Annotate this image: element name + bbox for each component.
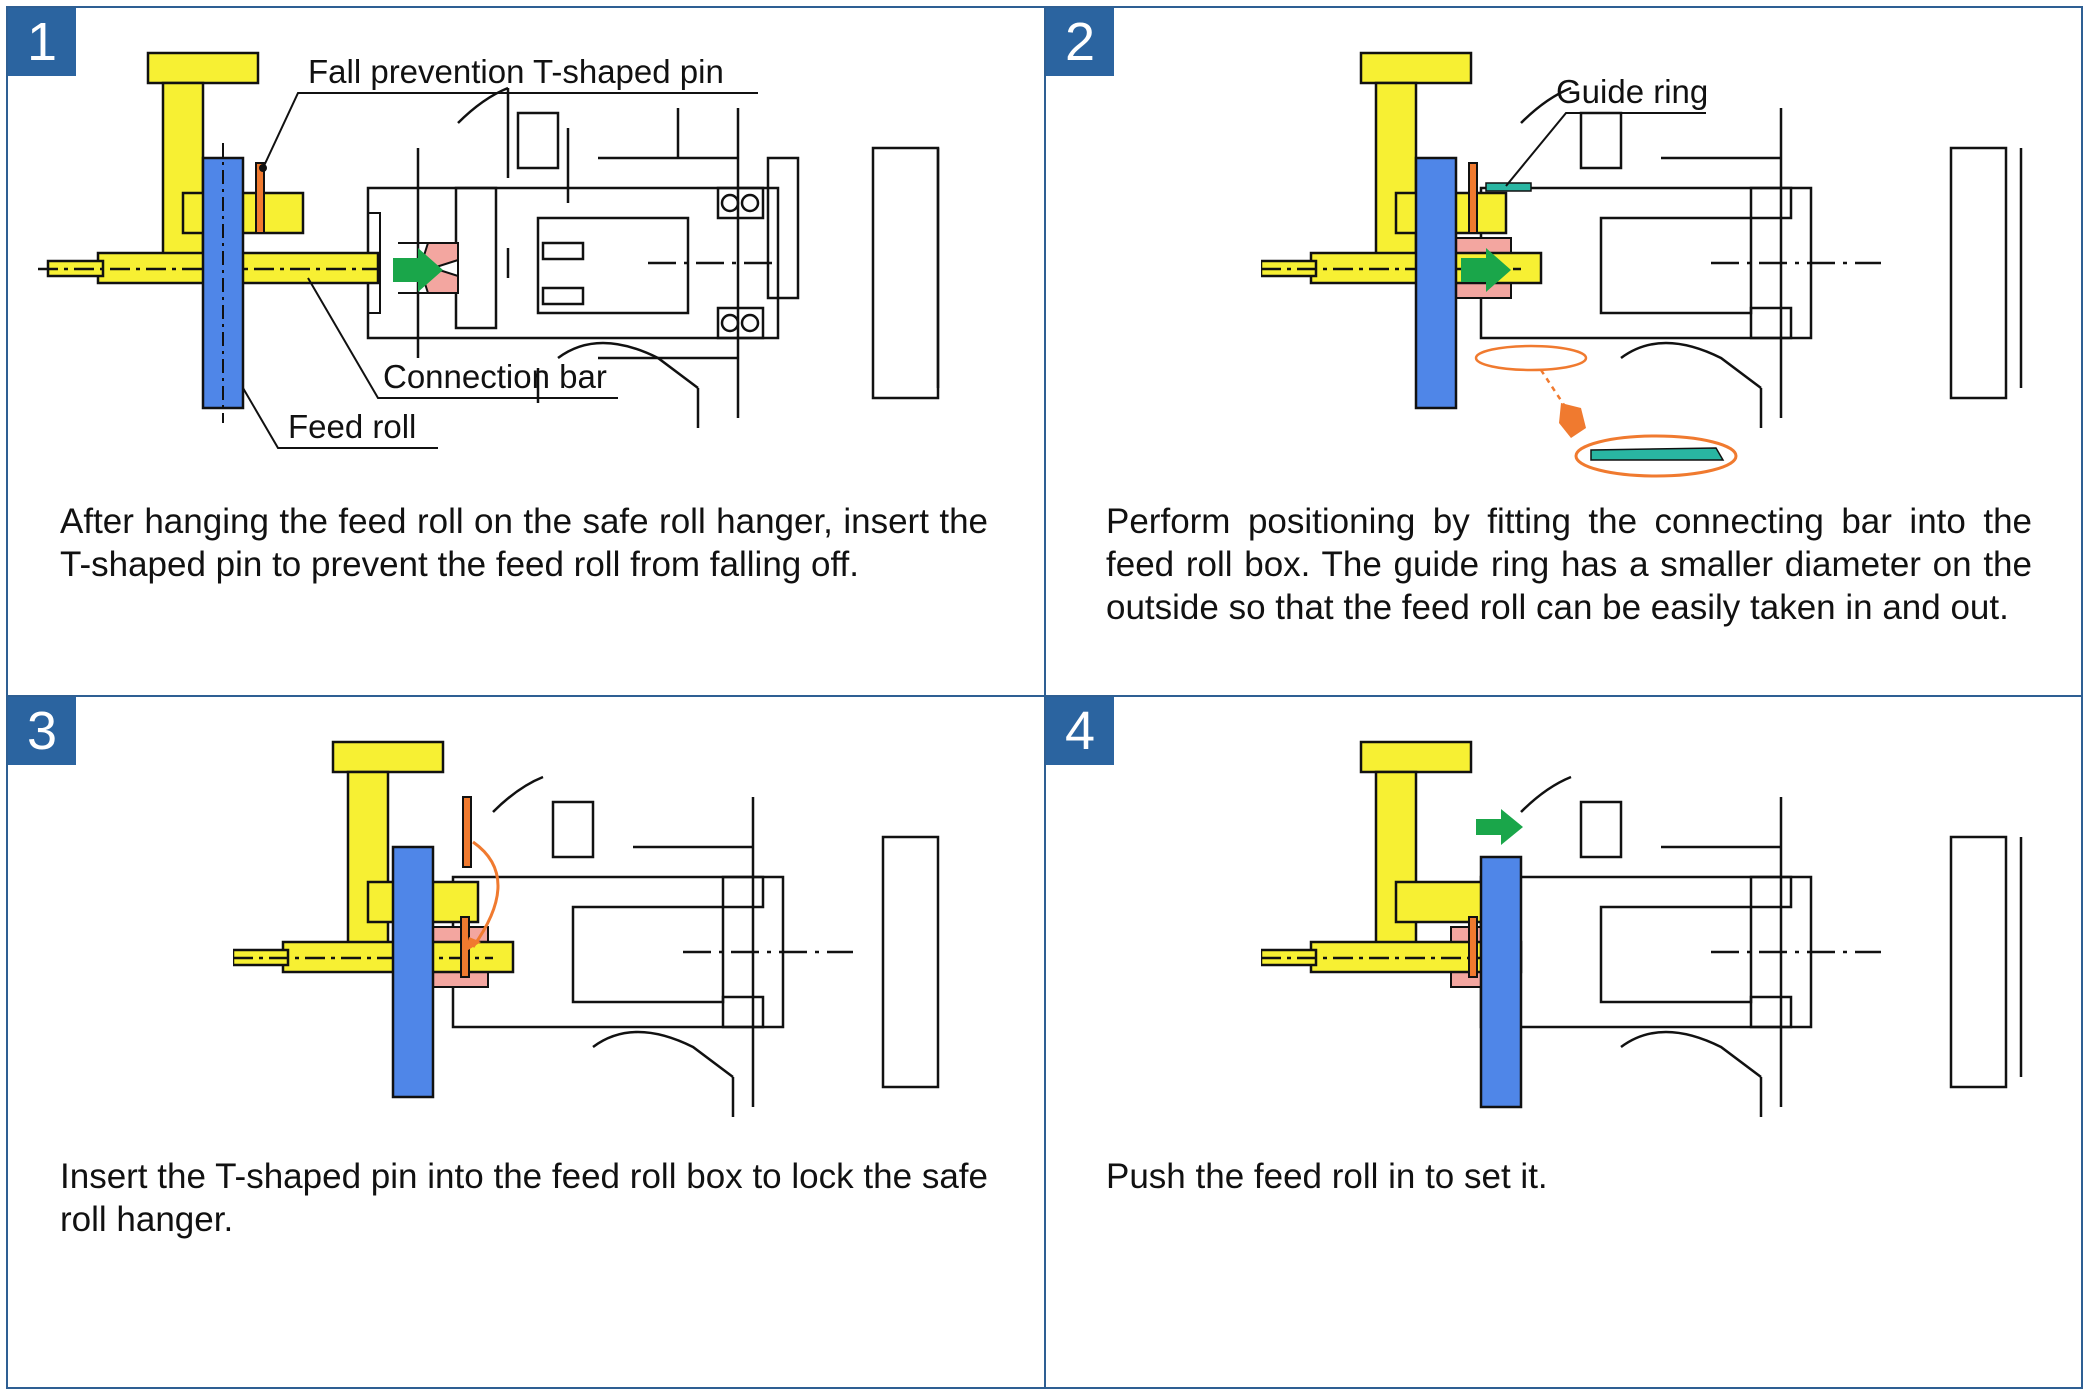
roll-box-housing xyxy=(451,775,940,1117)
feed-roll-diagram-step-1: Fall prevention T-shaped pin Connection … xyxy=(38,51,940,449)
insert-direction-arrow xyxy=(471,840,500,948)
step-grid: 1 xyxy=(6,6,2083,1389)
step-panel-2: 2 xyxy=(1046,8,2081,697)
guide-ring-zoom-detail xyxy=(1574,434,1738,478)
step-number-badge: 1 xyxy=(8,8,76,76)
feed-roll-diagram-step-4 xyxy=(1261,740,2023,1117)
step-panel-1: 1 xyxy=(8,8,1046,697)
t-shaped-pin xyxy=(1468,162,1478,234)
label-guide-ring: Guide ring xyxy=(1556,73,1708,110)
roll-box-housing xyxy=(366,86,940,428)
push-direction-arrow xyxy=(393,248,443,292)
push-direction-arrow xyxy=(1476,809,1523,845)
pointing-hand-icon xyxy=(1559,403,1586,438)
step-caption: Insert the T-shaped pin into the feed ro… xyxy=(60,1157,988,1239)
label-connection-bar: Connection bar xyxy=(383,358,607,395)
push-direction-arrow xyxy=(1461,248,1511,292)
roll-box-housing xyxy=(1479,86,2023,428)
safe-roll-hanger xyxy=(38,51,380,285)
step-caption: After hanging the feed roll on the safe … xyxy=(60,502,988,584)
step-panel-4: 4 xyxy=(1046,697,2081,1387)
step-number-badge: 4 xyxy=(1046,697,1114,765)
feed-roll-shape xyxy=(391,845,435,1099)
step-caption: Push the feed roll in to set it. xyxy=(1106,1157,1548,1196)
step-caption: Perform positioning by fitting the conne… xyxy=(1106,502,2032,627)
feed-roll-diagram-step-3 xyxy=(233,740,940,1117)
step-number-badge: 2 xyxy=(1046,8,1114,76)
label-fall-prevention-pin: Fall prevention T-shaped pin xyxy=(308,53,724,90)
feed-roll-diagram-step-2: Guide ring xyxy=(1261,51,2023,478)
label-feed-roll: Feed roll xyxy=(288,408,416,445)
feed-roll-shape xyxy=(1414,156,1458,410)
step-panel-3: 3 xyxy=(8,697,1046,1387)
step-number-badge: 3 xyxy=(8,697,76,765)
guide-ring-zoom-source xyxy=(1474,344,1588,372)
roll-box-housing xyxy=(1479,775,2023,1117)
t-shaped-pin xyxy=(255,162,265,234)
feed-roll-shape xyxy=(1479,855,1523,1109)
t-shaped-pin xyxy=(462,796,472,868)
t-shaped-pin-inserted xyxy=(1468,916,1478,978)
